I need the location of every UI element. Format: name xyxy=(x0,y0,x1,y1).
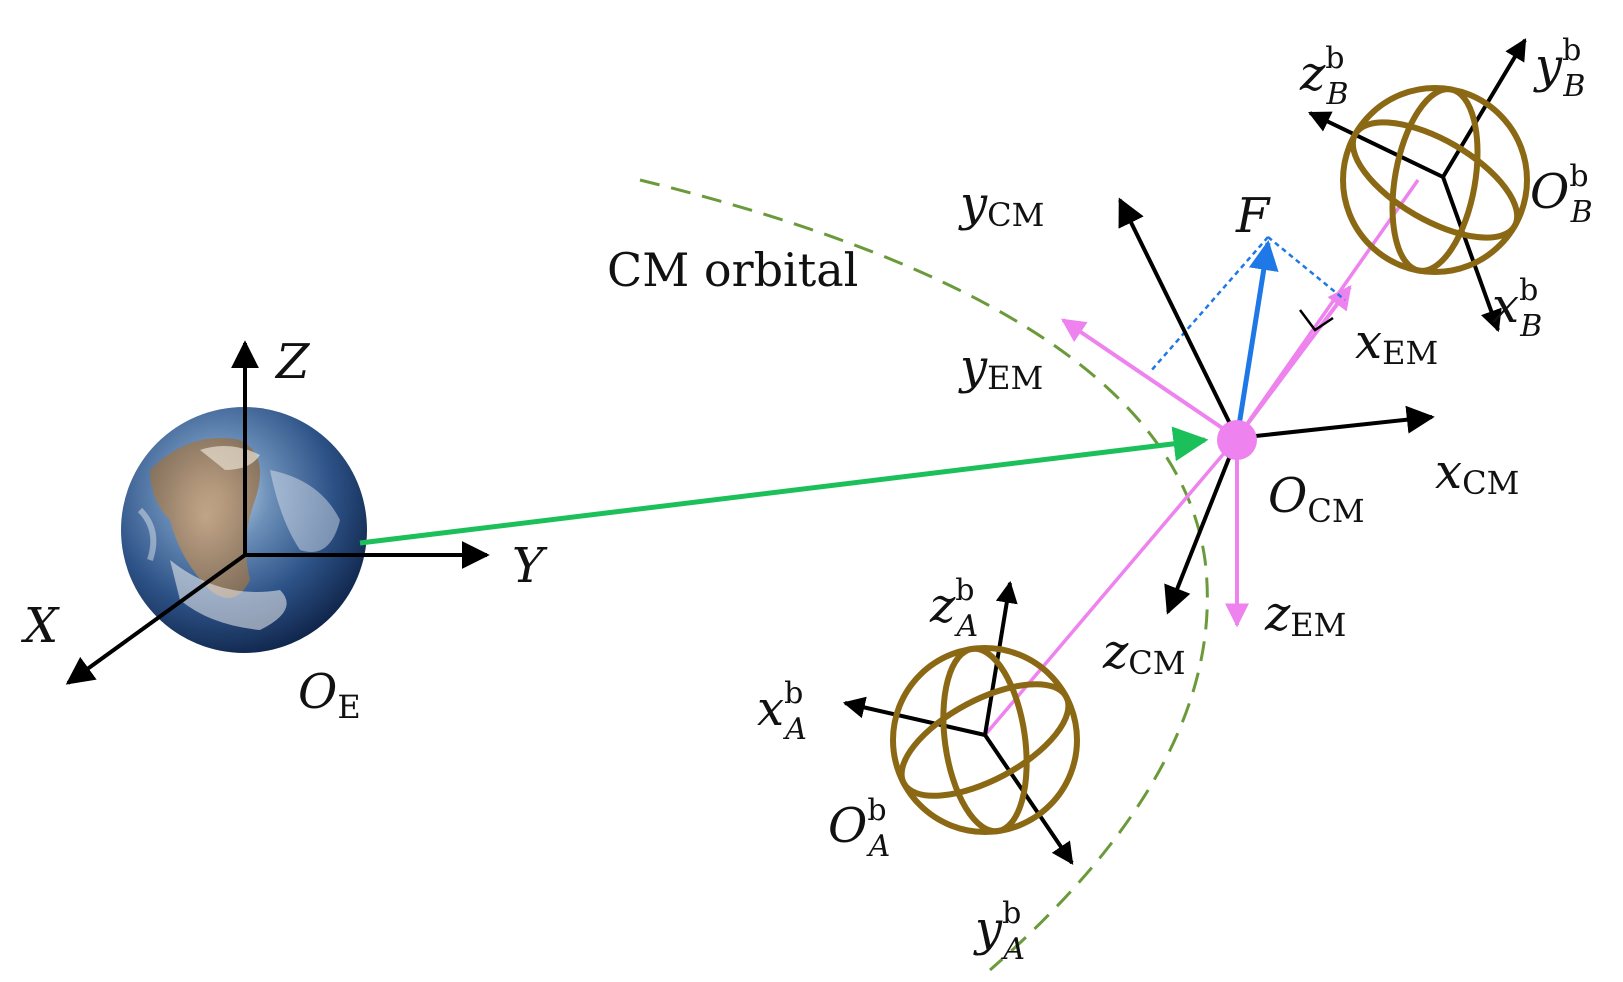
y-a-axis xyxy=(983,733,1074,865)
x-em-axis xyxy=(1235,285,1352,440)
y-em-label: yEM xyxy=(958,339,1043,397)
y-cm-axis xyxy=(1118,197,1239,439)
em-line-to-a xyxy=(983,436,1239,737)
earth-origin-label: OE xyxy=(298,664,361,726)
right-angle-mark xyxy=(1299,309,1334,332)
earth-x-axis xyxy=(65,553,247,685)
z-cm-label: zCM xyxy=(1102,624,1186,682)
spacecraft-a xyxy=(842,580,1080,865)
y-cm-label: yCM xyxy=(958,176,1044,234)
y-b-axis xyxy=(1441,38,1527,179)
earth-z-label: Z xyxy=(274,334,311,390)
z-cm-axis xyxy=(1164,437,1239,615)
x-a-axis xyxy=(842,696,986,737)
z-b-axis xyxy=(1308,111,1444,179)
x-b-axis xyxy=(1441,176,1502,333)
wire-sphere-icon xyxy=(1340,85,1530,275)
earth-y-label: Y xyxy=(512,538,548,594)
force-projection-x xyxy=(1267,236,1346,301)
y-em-axis xyxy=(1061,318,1239,440)
orbit-caption: CM orbital xyxy=(607,243,858,297)
spacecraft-b xyxy=(1308,38,1530,333)
force-projection-y xyxy=(1149,236,1269,373)
o-cm-label: OCM xyxy=(1268,468,1365,530)
x-em-label: xEM xyxy=(1355,314,1438,372)
position-vector xyxy=(359,426,1209,546)
earth-x-label: X xyxy=(20,598,60,654)
x-cm-axis xyxy=(1236,405,1435,440)
cm-point xyxy=(1217,420,1257,460)
force-label: F xyxy=(1235,188,1271,244)
wire-sphere-icon xyxy=(890,645,1080,835)
z-em-label: zEM xyxy=(1264,586,1346,644)
force-vector xyxy=(1234,240,1279,439)
x-cm-label: xCM xyxy=(1435,444,1519,502)
